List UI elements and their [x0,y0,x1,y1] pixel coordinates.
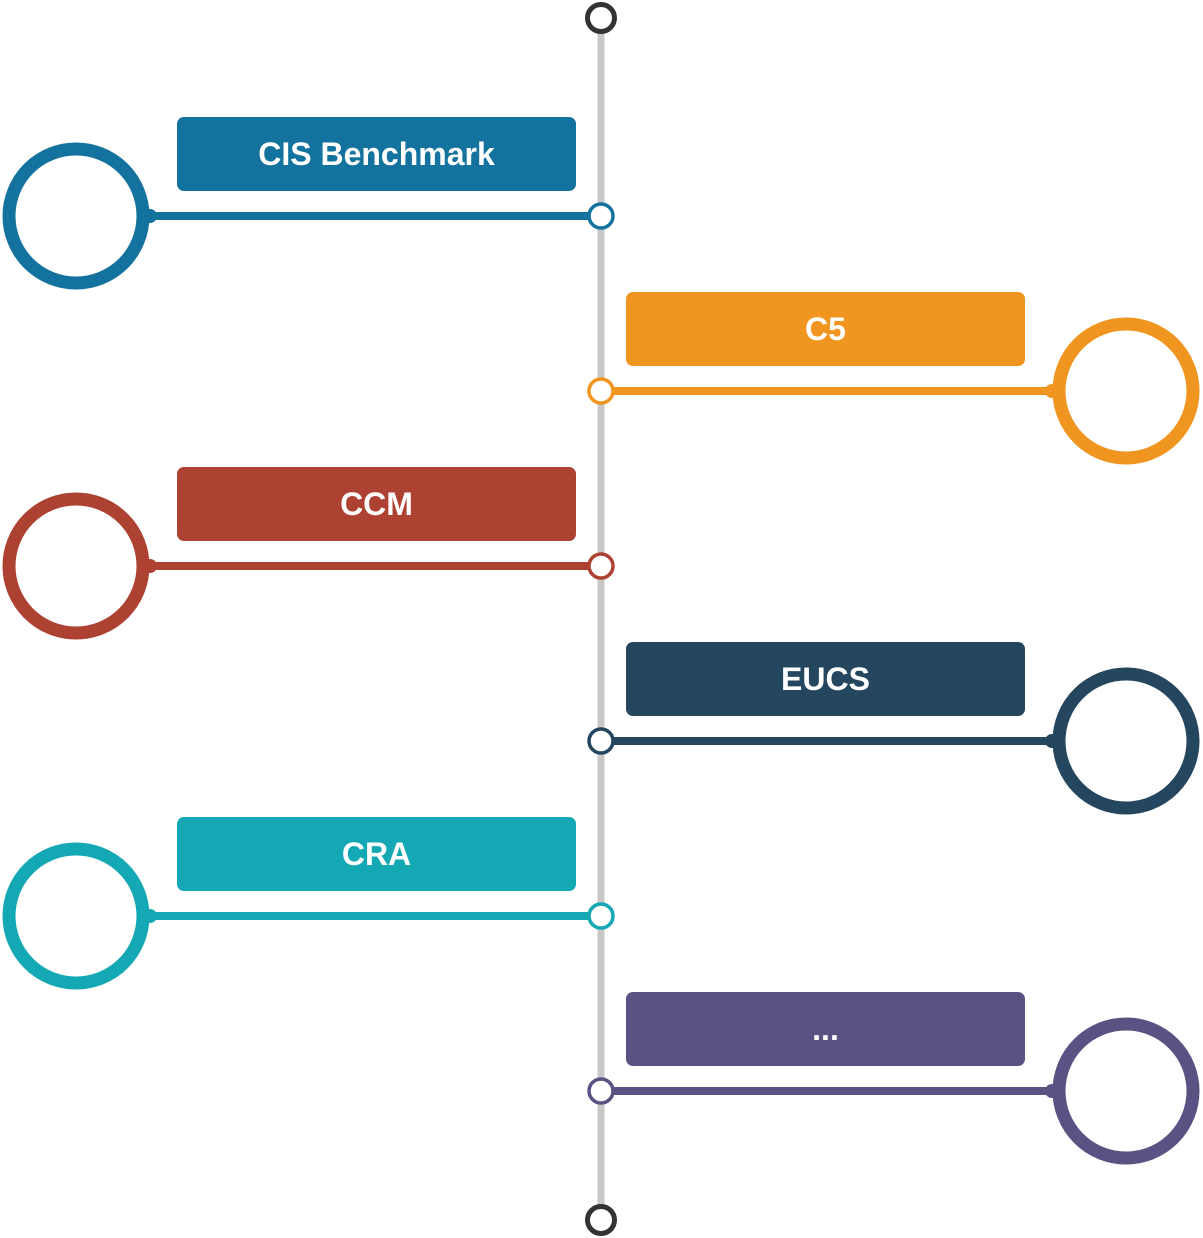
timeline-label-box [177,467,576,541]
timeline-label-box [626,992,1025,1066]
timeline-ring [2,492,150,640]
timeline-ring [1052,667,1200,815]
timeline-item: C5 [587,292,1200,465]
timeline-node [587,202,615,230]
timeline-end-node [585,1204,617,1236]
timeline-node [587,902,615,930]
timeline-item: ... [587,992,1200,1165]
timeline-ring [2,842,150,990]
timeline-ring [2,142,150,290]
timeline-node [587,552,615,580]
timeline-label: CIS Benchmark [258,136,495,172]
timeline-ring [1052,317,1200,465]
timeline-label: CRA [342,836,411,872]
timeline-label: CCM [340,486,413,522]
timeline-node [587,727,615,755]
timeline-item: CCM [2,467,615,640]
timeline-label: EUCS [781,661,870,697]
timeline-ring [1052,1017,1200,1165]
timeline-label-box [177,117,576,191]
timeline-label: ... [812,1011,839,1047]
timeline-start-node [585,2,617,34]
timeline-node [587,377,615,405]
timeline-label: C5 [805,311,846,347]
timeline-item: EUCS [587,642,1200,815]
timeline-node [587,1077,615,1105]
timeline-item: CRA [2,817,615,990]
timeline-label-box [626,642,1025,716]
timeline-label-box [177,817,576,891]
timeline-item: CIS Benchmark [2,117,615,290]
timeline-label-box [626,292,1025,366]
